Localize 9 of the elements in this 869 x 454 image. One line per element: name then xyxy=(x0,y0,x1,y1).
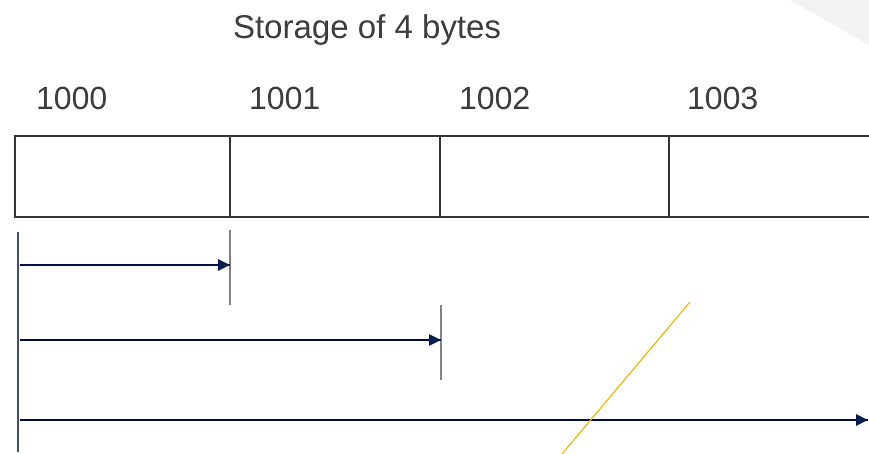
address-label: 1000 xyxy=(36,80,108,117)
title: Storage of 4 bytes xyxy=(233,8,501,46)
memory-cell xyxy=(14,135,231,218)
address-label: 1001 xyxy=(249,80,320,117)
address-label: 1002 xyxy=(459,80,530,117)
memory-cell xyxy=(668,135,869,218)
memory-cell xyxy=(229,135,441,218)
address-label: 1003 xyxy=(687,80,758,117)
memory-cell xyxy=(439,135,670,218)
